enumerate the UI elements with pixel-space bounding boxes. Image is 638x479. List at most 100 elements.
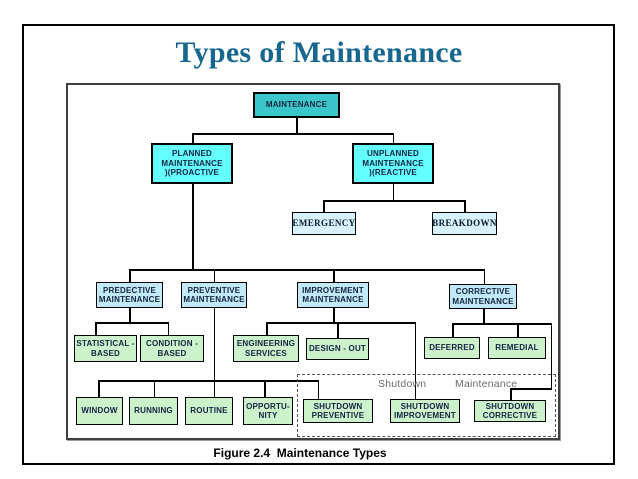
node-label: PLANNED xyxy=(171,149,213,159)
node-label: MAINTENANCE xyxy=(265,100,328,110)
connector-line xyxy=(95,322,97,336)
connector-line xyxy=(323,200,465,202)
node-label: BASED xyxy=(157,348,187,358)
connector-line xyxy=(337,322,339,339)
connector-line xyxy=(452,323,552,325)
node-label: MAINTENANCE xyxy=(302,295,364,304)
node-label: PREVENTIVE xyxy=(311,411,365,420)
node-label: SHUTDOWN xyxy=(485,401,535,411)
node-opportunity: OPPORTU- NITY xyxy=(243,397,293,425)
shutdown-group-outline xyxy=(297,374,556,437)
node-label: RUNNING xyxy=(134,406,173,416)
connector-line xyxy=(452,323,454,338)
connector-line xyxy=(95,322,169,324)
connector-line xyxy=(392,133,394,145)
node-label: MAINTENANCE xyxy=(362,158,424,168)
node-label: SHUTDOWN xyxy=(313,401,363,411)
node-label: )(REACTIVE xyxy=(369,168,417,178)
page-border xyxy=(22,24,615,465)
connector-line xyxy=(98,380,319,382)
connector-line xyxy=(98,380,100,398)
node-label: REMEDIAL xyxy=(495,343,539,353)
node-label: ROUTINE xyxy=(190,406,228,416)
node-label: EMERGENCY xyxy=(292,217,356,228)
node-unplanned-maintenance: UNPLANNED MAINTENANCE )(REACTIVE xyxy=(352,143,434,184)
node-label: PREVENTIVE xyxy=(187,285,241,295)
connector-line xyxy=(510,388,512,401)
connector-line xyxy=(213,307,215,398)
node-statistical-based: STATISTICAL - BASED xyxy=(74,335,137,362)
node-shutdown-improvement: SHUTDOWN IMPROVEMENT xyxy=(390,399,460,423)
node-preventive-maintenance: PREVENTIVE MAINTENANCE xyxy=(181,282,247,308)
node-deferred: DEFERRED xyxy=(424,337,480,359)
connector-line xyxy=(483,269,485,285)
connector-line xyxy=(213,269,215,283)
connector-line xyxy=(296,117,298,134)
connector-line xyxy=(266,322,268,336)
node-predective-maintenance: PREDECTIVE MAINTENANCE xyxy=(96,282,163,308)
node-window: WINDOW xyxy=(76,397,123,425)
node-label: MAINTENANCE xyxy=(161,158,223,168)
connector-line xyxy=(464,200,466,213)
connector-line xyxy=(192,133,394,135)
node-label: SHUTDOWN xyxy=(400,401,450,411)
slide-title: Types of Maintenance xyxy=(175,36,463,69)
connector-line xyxy=(129,269,485,271)
node-label: MAINTENANCE xyxy=(98,295,161,304)
connector-line xyxy=(550,323,552,389)
node-label: IMPROVEMENT xyxy=(394,411,456,420)
connector-line xyxy=(483,308,485,324)
node-label: DESIGN - OUT xyxy=(308,344,367,354)
node-emergency: EMERGENCY xyxy=(292,212,356,235)
connector-line xyxy=(129,269,131,283)
connector-line xyxy=(517,323,519,338)
connector-line xyxy=(414,322,416,400)
node-routine: ROUTINE xyxy=(185,397,233,425)
connector-line xyxy=(192,133,194,145)
connector-line xyxy=(264,380,266,398)
node-breakdown: BREAKDOWN xyxy=(432,212,497,235)
node-label: PREDECTIVE xyxy=(102,285,157,295)
connector-line xyxy=(129,307,131,323)
connector-line xyxy=(510,388,552,390)
connector-line xyxy=(167,322,169,336)
node-condition-based: CONDITION - BASED xyxy=(140,335,204,362)
node-maintenance: MAINTENANCE xyxy=(253,92,340,118)
node-label: DEFERRED xyxy=(429,343,475,353)
node-improvement-maintenance: IMPROVEMENT MAINTENANCE xyxy=(297,282,369,308)
node-label: IMPROVEMENT xyxy=(302,285,364,295)
connector-line xyxy=(392,183,394,201)
connector-line xyxy=(317,380,319,400)
node-label: NITY xyxy=(258,411,278,420)
node-label: UNPLANNED xyxy=(366,149,420,159)
connector-line xyxy=(323,200,325,213)
node-shutdown-corrective: SHUTDOWN CORRECTIVE xyxy=(474,400,546,422)
node-engineering-services: ENGINEERING SERVICES xyxy=(233,335,299,362)
node-label: WINDOW xyxy=(81,406,118,416)
figure-caption: Figure 2.4 Maintenance Types xyxy=(213,446,387,460)
node-remedial: REMEDIAL xyxy=(488,337,546,359)
node-label: BREAKDOWN xyxy=(432,217,497,228)
connector-line xyxy=(153,380,155,398)
node-label: CORRECTIVE xyxy=(482,411,538,420)
node-label: )(PROACTIVE xyxy=(164,168,220,178)
shutdown-group-label-left: Shutdown xyxy=(378,378,427,390)
node-label: SERVICES xyxy=(245,348,287,358)
node-label: CONDITION - xyxy=(146,339,198,348)
node-label: MAINTENANCE xyxy=(183,295,245,304)
node-label: MAINTENANCE xyxy=(452,296,514,306)
node-design-out: DESIGN - OUT xyxy=(306,338,369,360)
node-corrective-maintenance: CORRECTIVE MAINTENANCE xyxy=(449,284,517,309)
connector-line xyxy=(192,183,194,270)
connector-line xyxy=(333,269,335,283)
node-running: RUNNING xyxy=(129,397,178,425)
node-label: BASED xyxy=(90,348,120,358)
connector-line xyxy=(333,307,335,323)
node-label: CORRECTIVE xyxy=(455,287,511,296)
node-shutdown-preventive: SHUTDOWN PREVENTIVE xyxy=(303,399,373,423)
connector-line xyxy=(266,322,416,324)
node-label: STATISTICAL - xyxy=(76,339,135,348)
node-label: ENGINEERING xyxy=(236,339,296,348)
shutdown-group-label-right: Maintenance xyxy=(455,378,518,390)
